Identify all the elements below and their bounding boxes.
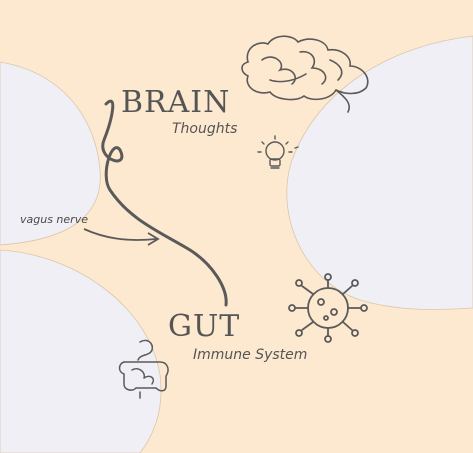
left-lower-shape — [0, 249, 162, 453]
vagus-nerve-label: vagus nerve — [20, 213, 88, 226]
left-upper-shape — [0, 61, 101, 246]
vagus-nerve-line — [101, 99, 228, 307]
immune-system-label: Immune System — [193, 347, 308, 363]
virus-icon — [288, 273, 368, 343]
intestine-icon — [118, 339, 169, 399]
brain-label: BRAIN — [121, 85, 231, 120]
vagus-arrow-line — [83, 228, 157, 241]
brain-icon — [241, 35, 369, 113]
right-shape — [286, 35, 473, 310]
gut-label: GUT — [168, 309, 241, 344]
vagus-arrow-head — [147, 232, 160, 246]
thoughts-label: Thoughts — [172, 121, 238, 137]
lightbulb-icon — [257, 135, 299, 169]
